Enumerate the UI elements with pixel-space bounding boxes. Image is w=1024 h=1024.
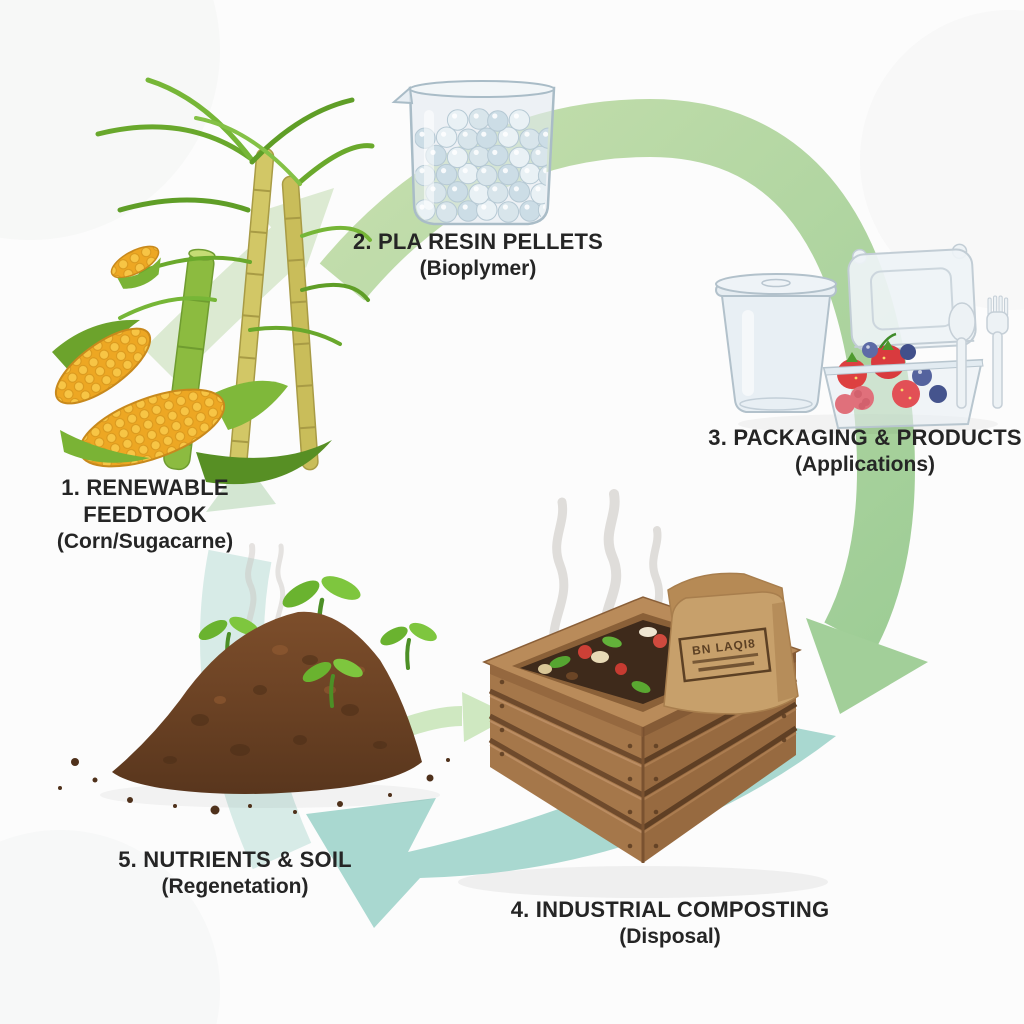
- paper-bag: BN LAQI8: [663, 572, 799, 715]
- plastic-products-illustration: [715, 243, 1009, 434]
- clamshell-container: [847, 243, 977, 352]
- beaker-pellets-illustration: [391, 80, 556, 226]
- step-1-label: 1. RENEWABLE FEEDTOOK (Corn/Sugacarne): [20, 474, 270, 555]
- step-2-subtitle: (Bioplymer): [419, 257, 537, 280]
- bag-stamp: BN LAQI8: [678, 627, 772, 683]
- corn-cob: [54, 327, 152, 405]
- sprout: [302, 658, 363, 708]
- fork-icon: [986, 295, 1009, 409]
- corn-sugarcane-illustration: [52, 77, 375, 485]
- soil-crumbs: [58, 758, 450, 815]
- step-4-label: 4. INDUSTRIAL COMPOSTING (Disposal): [500, 896, 840, 950]
- soil-sprouts-illustration: [58, 543, 450, 815]
- step-3-title: 3. PACKAGING & PRODUCTS: [708, 425, 1022, 450]
- step-3-label: 3. PACKAGING & PRODUCTS (Applications): [700, 424, 1024, 478]
- sprout: [380, 622, 437, 670]
- step-3-subtitle: (Applications): [795, 453, 935, 476]
- step-1-title-line2: FEEDTOOK: [83, 502, 207, 527]
- step-4-title: 4. INDUSTRIAL COMPOSTING: [510, 897, 830, 922]
- step-5-subtitle: (Regenetation): [161, 875, 309, 898]
- step-2-label: 2. PLA RESIN PELLETS (Bioplymer): [328, 228, 628, 282]
- step-5-title: 5. NUTRIENTS & SOIL: [118, 847, 352, 872]
- step-1-title: 1. RENEWABLE: [61, 475, 229, 500]
- step-5-label: 5. NUTRIENTS & SOIL (Regenetation): [85, 846, 385, 900]
- plastic-cup: [715, 273, 837, 413]
- step-1-subtitle: (Corn/Sugacarne): [56, 530, 234, 553]
- sugarcane-leaves: [95, 77, 375, 346]
- compost-bin-illustration: BN LAQI8: [458, 489, 828, 898]
- berry-container: [822, 332, 984, 430]
- step-4-subtitle: (Disposal): [619, 925, 721, 948]
- resin-pellets: [414, 108, 550, 223]
- spoon-icon: [948, 302, 976, 409]
- step-2-title: 2. PLA RESIN PELLETS: [352, 229, 604, 254]
